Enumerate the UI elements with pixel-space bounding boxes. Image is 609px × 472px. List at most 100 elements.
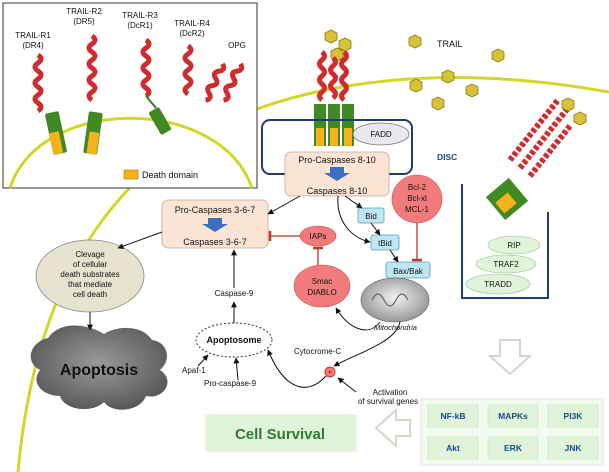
traf2-node [475,254,537,274]
receptor-alt-r4: (DcR2) [179,29,205,38]
receptor-alt-r1: (DR4) [22,41,44,50]
tradd-label: TRADD [484,280,512,289]
receptor-alt-r2: (DR5) [73,17,95,26]
apoptosome-label: Apoptosome [207,335,262,345]
receptor-opg [205,62,245,103]
tradd-node [465,273,531,295]
receptor-label-r2: TRAIL-R2 [66,7,102,16]
cell-membrane-inner [16,166,152,472]
activation-label-1: Activation [373,388,408,397]
survival-left-arrow [374,407,411,449]
receptor-label-r1: TRAIL-R1 [15,31,51,40]
iaps-label: IAPs [310,232,327,241]
cell-survival-label: Cell Survival [235,426,325,443]
caspase9-label: Caspase-9 [215,289,254,298]
bax-bak-label: Bax/Bak [393,267,424,276]
fadd-label: FADD [370,130,392,139]
receptor-label-opg: OPG [228,41,246,50]
arrow-mito-to-smac [335,307,381,331]
arrow-procasp9-to-apoptosome [233,357,240,381]
survival-down-arrow [487,339,533,376]
caspases-8-10-label: Caspases 8-10 [307,186,368,196]
receptor-trail-r3 [140,37,157,109]
receptor-alt-r3: (DcR1) [127,21,153,30]
arrow-mito-to-cytochrome [333,321,401,367]
pathway-erk [487,436,539,460]
survival-receptor [485,97,587,221]
arrow-bid-to-tbid [370,222,381,236]
pathway-arrows [87,195,401,393]
apoptotic-cell [30,325,168,410]
activation-arrow-8-10 [324,167,350,181]
tbid-label: tBid [378,239,392,248]
apoptosome-node [195,322,273,358]
receptor-label-r4: TRAIL-R4 [174,19,210,28]
receptor-trail-r1 [32,52,67,155]
smac-diablo-node [293,264,351,308]
rip-label: RIP [507,241,520,250]
disc-label: DISC [437,152,457,162]
receptor-label-r3: TRAIL-R3 [122,11,158,20]
pathway-akt [427,436,479,460]
pathway-akt-label: Akt [446,443,460,453]
cleavage-line-5: cell death [73,290,107,299]
diablo-label: DIABLO [307,288,336,297]
pro-caspase9-label: Pro-caspase-9 [204,379,257,388]
mitochondria-label: Mitochondria [374,323,417,332]
traf2-label: TRAF2 [493,260,519,269]
pathway-mapks [487,404,539,428]
arrow-activation-to-cytochrome [337,377,357,393]
pathway-pi3k [547,404,599,428]
arrow-casp8-to-bid [344,195,363,209]
pathway-erk-label: ERK [504,443,523,453]
trail-ligands [408,34,505,111]
inhibition-lines [268,223,423,265]
pro-caspases-8-10-label: Pro-Caspases 8-10 [298,155,376,165]
survival-pathway-grid: NF-kB MAPKs PI3K Akt ERK JNK [420,398,604,466]
caspases-3-6-7-label: Caspases 3-6-7 [183,237,247,247]
rip-node [487,235,541,255]
inset-membrane [8,116,254,189]
cytochrome-c-core [328,370,332,374]
bclxl-label: Bcl-xl [407,194,427,203]
arrow-casp8-to-casp3 [267,195,301,215]
pathway-jnk-label: JNK [564,443,582,453]
death-domain-legend-swatch [123,169,139,180]
trail-label: TRAIL [437,39,463,49]
mcl1-label: MCL-1 [405,205,430,214]
arrow-casp3-to-cleavage [117,231,163,249]
disc-receptor [314,29,354,146]
cell-survival-banner [205,414,357,452]
pathway-jnk [547,436,599,460]
pathway-pi3k-label: PI3K [564,411,584,421]
bcl2-label: Bcl-2 [408,183,427,192]
survival-complex-box [461,184,549,299]
arrow-apaf1-to-apoptosome [197,354,209,367]
activation-arrow-3-6-7 [202,218,228,232]
cleavage-line-4: that mediate [68,280,113,289]
pro-caspases-3-6-7-label: Pro-Caspases 3-6-7 [175,205,256,215]
pathway-nfkb [427,404,479,428]
receptor-inset: TRAIL-R1 (DR4) TRAIL-R2 (DR5) TRAIL-R3 (… [2,2,258,189]
bid-label: Bid [365,212,377,221]
tbid-node [370,234,400,251]
receptor-trail-r2 [83,33,103,155]
arrow-cytochrome-to-apoptosome [267,349,327,388]
cleavage-line-3: death substrates [60,270,119,279]
activation-label-2: of survival genes [358,397,418,406]
cleavage-line-2: of cellular [73,260,108,269]
receptor-trail-r4 [149,43,194,135]
arrow-casp8-to-tbid [337,195,371,244]
mitochondria [360,277,430,323]
bax-bak-node [385,261,431,279]
cleavage-line-1: Clevage [75,250,105,259]
apaf1-label: Apaf-1 [182,366,206,375]
pathway-mapks-label: MAPKs [498,411,528,421]
apoptosis-label: Apoptosis [60,362,138,379]
mitochondria-cristae [371,293,409,307]
fadd-node [352,122,410,146]
pathway-nfkb-label: NF-kB [440,411,465,421]
death-domain-legend-label: Death domain [142,170,198,180]
smac-label: Smac [312,277,332,286]
